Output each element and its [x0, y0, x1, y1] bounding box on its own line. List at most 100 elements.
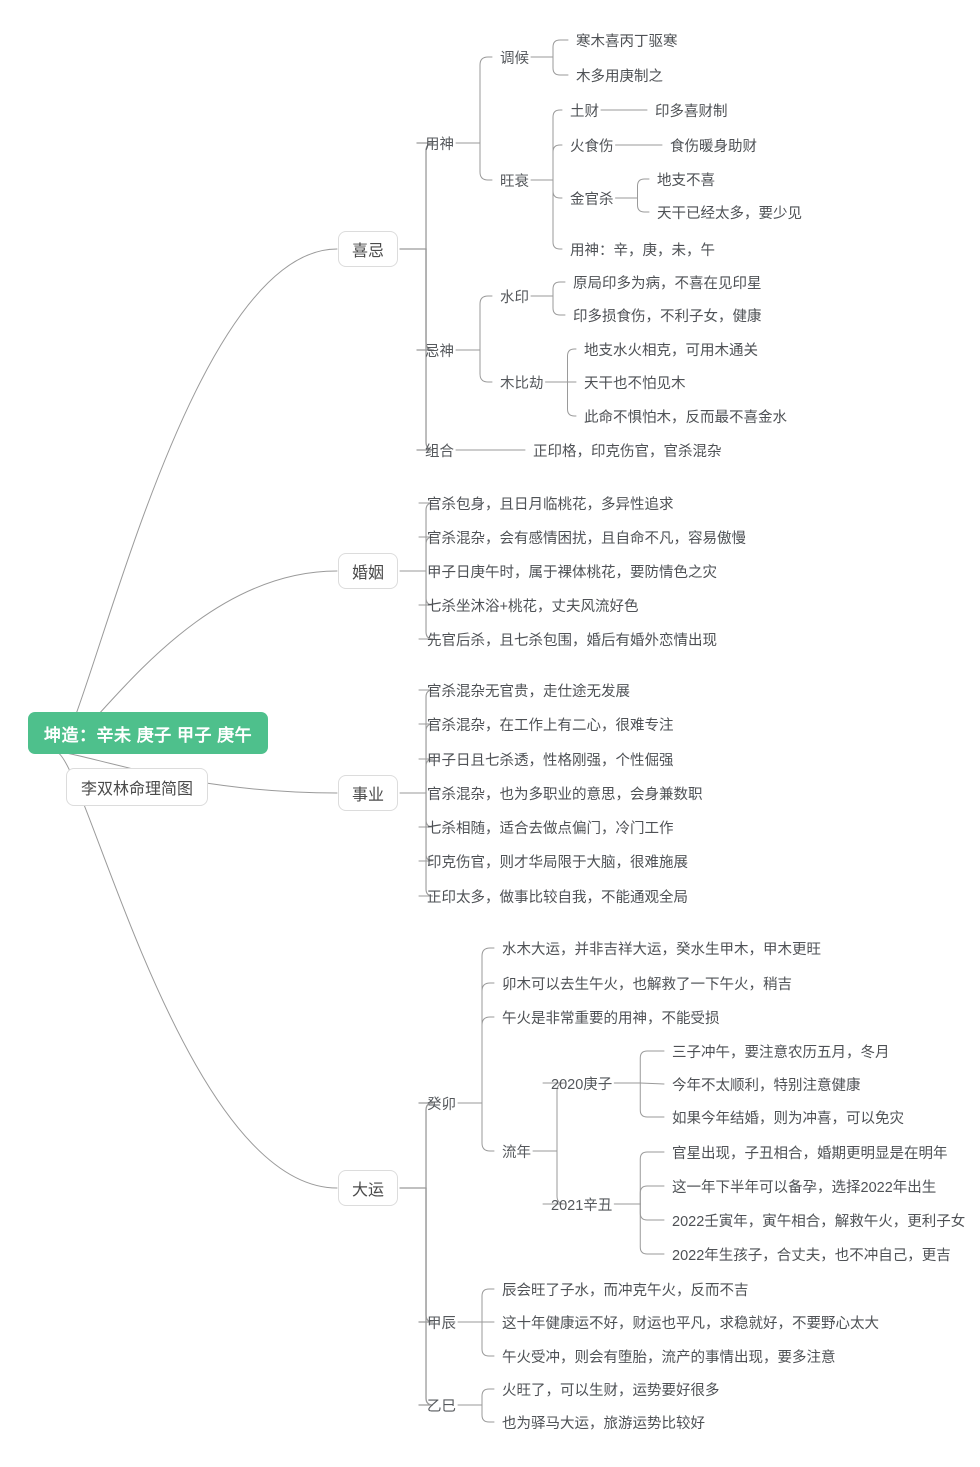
leaf-item[interactable]: 土财: [570, 103, 599, 120]
leaf-item[interactable]: 官杀包身，且日月临桃花，多异性追求: [427, 496, 674, 513]
leaf-item[interactable]: 七杀坐沐浴+桃花，丈夫风流好色: [427, 598, 639, 615]
connector: [418, 689, 434, 794]
node-2020[interactable]: 2020庚子: [551, 1076, 613, 1093]
connector: [552, 179, 563, 250]
leaf-item[interactable]: 火食伤: [570, 138, 614, 155]
node-zuhe[interactable]: 组合: [425, 443, 454, 460]
connector: [639, 1151, 665, 1205]
connector: [479, 142, 493, 181]
connector: [479, 349, 493, 383]
node-liunian[interactable]: 流年: [502, 1144, 531, 1161]
connector: [637, 197, 650, 213]
node-jiachen[interactable]: 甲辰: [427, 1315, 456, 1332]
node-shuiyin[interactable]: 水印: [500, 289, 529, 306]
leaf-item[interactable]: 午火是非常重要的用神，不能受损: [502, 1010, 720, 1027]
node-jishen[interactable]: 忌神: [425, 343, 454, 360]
leaf-item[interactable]: 火旺了，可以生财，运势要好很多: [502, 1382, 720, 1399]
leaf-item[interactable]: 此命不惧怕木，反而最不喜金水: [584, 409, 787, 426]
connector: [479, 56, 493, 144]
connector: [481, 1288, 495, 1323]
leaf-item[interactable]: 甲子日且七杀透，性格刚强，个性倔强: [427, 752, 674, 769]
connector: [552, 281, 566, 297]
connector: [567, 348, 577, 383]
subtitle-node[interactable]: 李双林命理简图: [66, 768, 209, 806]
connector: [552, 179, 563, 199]
root-node[interactable]: 坤造：辛未 庚子 甲子 庚午: [28, 712, 269, 754]
node-guimao[interactable]: 癸卯: [427, 1096, 456, 1113]
leaf-item[interactable]: 先官后杀，且七杀包围，婚后有婚外恋情出现: [427, 632, 717, 649]
leaf-item[interactable]: 原局印多为病，不喜在见印星: [573, 275, 762, 292]
connector: [55, 248, 338, 753]
leaf-item[interactable]: 官杀混杂，也为多职业的意思，会身兼数职: [427, 786, 703, 803]
leaf-item[interactable]: 也为驿马大运，旅游运势比较好: [502, 1415, 705, 1432]
connector: [418, 792, 434, 897]
leaf-item[interactable]: 官星出现，子丑相合，婚期更明显是在明年: [672, 1145, 948, 1162]
leaf-item[interactable]: 木多用庚制之: [576, 68, 663, 85]
connector: [418, 1187, 434, 1323]
connector: [552, 295, 566, 316]
leaf-item[interactable]: 甲子日庚午时，属于裸体桃花，要防情色之灾: [427, 564, 717, 581]
leaf-item[interactable]: 官杀混杂，在工作上有二心，很难专注: [427, 717, 674, 734]
connector: [552, 109, 563, 181]
leaf-item[interactable]: 印多喜财制: [655, 103, 728, 120]
connector: [481, 1388, 495, 1406]
connector: [481, 947, 495, 1104]
leaf-item[interactable]: 官杀混杂无官贵，走仕途无发展: [427, 683, 630, 700]
leaf-item[interactable]: 今年不太顺利，特别注意健康: [672, 1077, 861, 1094]
leaf-item[interactable]: 三子冲午，要注意农历五月，冬月: [672, 1044, 890, 1061]
leaf-item[interactable]: 金官杀: [570, 191, 614, 208]
leaf-item[interactable]: 七杀相随，适合去做点偏门，冷门工作: [427, 820, 674, 837]
connector: [416, 142, 435, 250]
leaf-item[interactable]: 用神：辛，庚，未，午: [570, 242, 715, 259]
node-mubijie[interactable]: 木比劫: [500, 375, 544, 392]
leaf-item[interactable]: 官杀混杂，会有感情困扰，且自命不凡，容易傲慢: [427, 530, 746, 547]
leaf-item[interactable]: 这一年下半年可以备孕，选择2022年出生: [672, 1179, 937, 1196]
node-wangshuai[interactable]: 旺衰: [500, 173, 529, 190]
connector: [639, 1082, 665, 1085]
connector: [481, 1404, 495, 1423]
branch-dayun[interactable]: 大运: [338, 1170, 399, 1206]
connector: [639, 1082, 665, 1118]
node-yongshen[interactable]: 用神: [425, 136, 454, 153]
branch-hunyin[interactable]: 婚姻: [338, 553, 399, 589]
connector: [552, 39, 569, 58]
connector: [481, 1016, 495, 1104]
branch-shiye[interactable]: 事业: [338, 775, 399, 811]
connector: [639, 1203, 665, 1255]
leaf-item[interactable]: 天干也不怕见木: [584, 375, 686, 392]
leaf-item[interactable]: 天干已经太多，要少见: [657, 205, 802, 222]
node-tiaohou[interactable]: 调候: [500, 50, 529, 67]
connector: [418, 1187, 434, 1406]
leaf-item[interactable]: 印多损食伤，不利子女，健康: [573, 308, 762, 325]
leaf-item[interactable]: 印克伤官，则才华局限于大脑，很难施展: [427, 854, 688, 871]
leaf-item[interactable]: 食伤暖身助财: [670, 138, 757, 155]
connector: [479, 295, 493, 351]
leaf-item[interactable]: 正印格，印克伤官，官杀混杂: [533, 443, 722, 460]
leaf-item[interactable]: 2022壬寅年，寅午相合，解救午火，更利子女: [672, 1213, 966, 1230]
leaf-item[interactable]: 辰会旺了子水，而冲克午火，反而不吉: [502, 1282, 749, 1299]
node-yisi[interactable]: 乙巳: [427, 1398, 456, 1415]
leaf-item[interactable]: 这十年健康运不好，财运也平凡，求稳就好，不要野心太大: [502, 1315, 879, 1332]
leaf-item[interactable]: 卯木可以去生午火，也解救了一下午火，稍吉: [502, 976, 792, 993]
leaf-item[interactable]: 地支水火相克，可用木通关: [584, 342, 758, 359]
leaf-item[interactable]: 如果今年结婚，则为冲喜，可以免灾: [672, 1110, 904, 1127]
connector: [639, 1185, 665, 1205]
connector: [639, 1203, 665, 1221]
connector: [637, 178, 650, 199]
connector: [481, 1102, 495, 1152]
connector: [567, 381, 577, 417]
leaf-item[interactable]: 寒木喜丙丁驱寒: [576, 33, 678, 50]
branch-xiji[interactable]: 喜忌: [338, 231, 399, 267]
connector: [481, 1321, 495, 1357]
connector: [55, 751, 338, 1189]
leaf-item[interactable]: 2022年生孩子，合丈夫，也不冲自己，更吉: [672, 1247, 951, 1264]
connector: [552, 144, 563, 181]
leaf-item[interactable]: 地支不喜: [657, 172, 715, 189]
connector: [481, 982, 495, 1104]
leaf-item[interactable]: 正印太多，做事比较自我，不能通观全局: [427, 889, 688, 906]
connector: [416, 248, 435, 351]
node-2021[interactable]: 2021辛丑: [551, 1197, 613, 1214]
leaf-item[interactable]: 水木大运，并非吉祥大运，癸水生甲木，甲木更旺: [502, 941, 821, 958]
leaf-item[interactable]: 午火受冲，则会有堕胎，流产的事情出现，要多注意: [502, 1349, 836, 1366]
